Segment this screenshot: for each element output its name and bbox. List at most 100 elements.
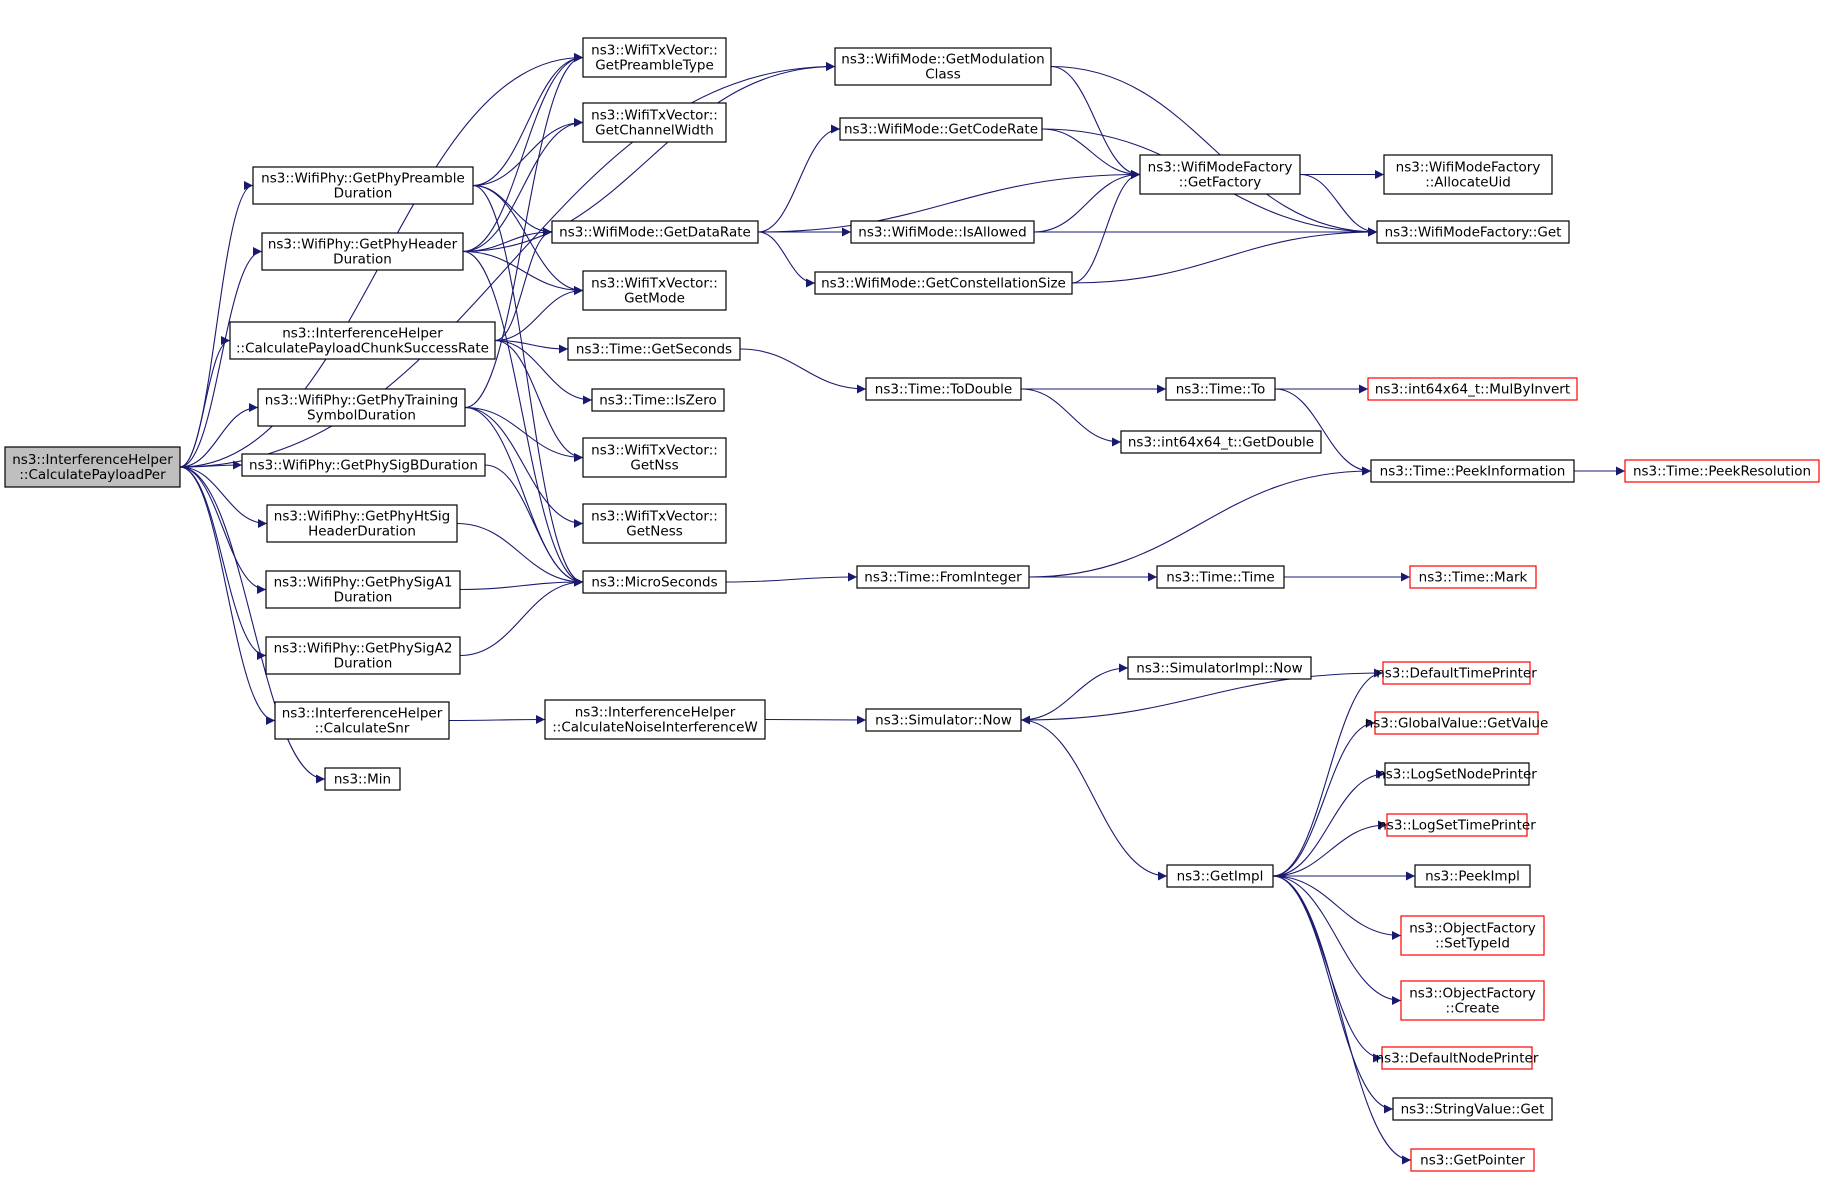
node-logSetNodePrinter[interactable]: ns3::LogSetNodePrinter: [1377, 762, 1537, 786]
node-label: ns3::Time::PeekInformation: [1380, 464, 1566, 480]
node-label: GetChannelWidth: [595, 123, 714, 139]
edge-getPhyHeaderDuration-to-getModulationClass: [462, 62, 836, 253]
node-label: GetNss: [630, 458, 678, 474]
node-getNess[interactable]: ns3::WifiTxVector::GetNess: [582, 503, 727, 544]
node-simImplNow[interactable]: ns3::SimulatorImpl::Now: [1127, 656, 1312, 680]
node-label: ns3::WifiMode::IsAllowed: [858, 225, 1026, 241]
node-box: [1624, 459, 1820, 483]
node-objectFactoryCreate[interactable]: ns3::ObjectFactory::Create: [1400, 980, 1545, 1021]
node-isZero[interactable]: ns3::Time::IsZero: [591, 388, 725, 412]
node-calcNoise[interactable]: ns3::InterferenceHelper::CalculateNoiseI…: [544, 699, 766, 740]
node-getMode[interactable]: ns3::WifiTxVector::GetMode: [582, 270, 727, 311]
node-box: [582, 503, 727, 544]
node-timeTime[interactable]: ns3::Time::Time: [1156, 565, 1285, 589]
node-label: ns3::ObjectFactory: [1409, 986, 1536, 1002]
node-peekImpl[interactable]: ns3::PeekImpl: [1414, 864, 1531, 888]
node-label: ns3::int64x64_t::GetDouble: [1128, 435, 1314, 451]
node-getPreambleType[interactable]: ns3::WifiTxVector::GetPreambleType: [582, 37, 727, 78]
edge-getImpl-to-globalValueGetValue: [1272, 718, 1376, 877]
node-logSetTimePrinter[interactable]: ns3::LogSetTimePrinter: [1378, 813, 1536, 837]
node-box: [1414, 864, 1531, 888]
node-timeMark[interactable]: ns3::Time::Mark: [1409, 565, 1537, 589]
node-getDouble[interactable]: ns3::int64x64_t::GetDouble: [1120, 430, 1322, 454]
node-label: ns3::Time::FromInteger: [864, 570, 1022, 586]
node-getChannelWidth[interactable]: ns3::WifiTxVector::GetChannelWidth: [582, 102, 727, 143]
node-box: [865, 377, 1022, 401]
node-box: [266, 504, 458, 543]
edge-getPhySigA2-to-microSeconds: [459, 577, 584, 657]
node-label: ns3::int64x64_t::MulByInvert: [1375, 382, 1570, 398]
edge-getPhyPreambleDuration-to-getMode: [472, 184, 584, 295]
node-getCodeRate[interactable]: ns3::WifiMode::GetCodeRate: [839, 117, 1043, 141]
node-getDataRate[interactable]: ns3::WifiMode::GetDataRate: [551, 220, 759, 244]
node-globalValueGetValue[interactable]: ns3::GlobalValue::GetValue: [1365, 711, 1549, 735]
node-getSeconds[interactable]: ns3::Time::GetSeconds: [567, 337, 741, 361]
node-toDouble[interactable]: ns3::Time::ToDouble: [865, 377, 1022, 401]
edge-getPhyTraining-to-getPreambleType: [464, 53, 584, 409]
node-box: [257, 388, 466, 427]
node-label: ::CalculateNoiseInterferenceW: [552, 720, 758, 736]
node-defaultNodePrinter[interactable]: ns3::DefaultNodePrinter: [1376, 1046, 1539, 1070]
node-simulatorNow[interactable]: ns3::Simulator::Now: [865, 708, 1022, 732]
edge-calcPayloadChunk-to-getMode: [494, 286, 584, 342]
node-label: Duration: [334, 656, 393, 672]
node-fromInteger[interactable]: ns3::Time::FromInteger: [856, 565, 1030, 589]
node-allocateUid[interactable]: ns3::WifiModeFactory::AllocateUid: [1383, 154, 1553, 195]
node-box: [839, 117, 1043, 141]
node-getConstellationSize[interactable]: ns3::WifiMode::GetConstellationSize: [814, 271, 1073, 295]
node-defaultTimePrinter[interactable]: ns3::DefaultTimePrinter: [1376, 661, 1537, 685]
edge-getImpl-to-logSetNodePrinter: [1272, 769, 1386, 877]
edge-getPhyPreambleDuration-to-getPreambleType: [472, 53, 584, 187]
node-peekResolution[interactable]: ns3::Time::PeekResolution: [1624, 459, 1820, 483]
node-label: ns3::Time::GetSeconds: [576, 342, 732, 358]
node-box: [582, 270, 727, 311]
node-label: ns3::InterferenceHelper: [282, 326, 443, 342]
node-microSeconds[interactable]: ns3::MicroSeconds: [582, 570, 727, 594]
node-label: ns3::ObjectFactory: [1409, 921, 1536, 937]
node-box: [1410, 1148, 1535, 1172]
node-label: ns3::Time::IsZero: [599, 393, 717, 409]
node-label: ns3::Time::PeekResolution: [1633, 464, 1811, 480]
node-label: ns3::WifiPhy::GetPhySigBDuration: [249, 458, 478, 474]
node-label: ns3::SimulatorImpl::Now: [1136, 661, 1302, 677]
node-getNss[interactable]: ns3::WifiTxVector::GetNss: [582, 437, 727, 478]
node-objectFactorySetTypeId[interactable]: ns3::ObjectFactory::SetTypeId: [1400, 915, 1545, 956]
node-box: [1376, 220, 1570, 244]
node-box: [591, 388, 725, 412]
node-getPointer[interactable]: ns3::GetPointer: [1410, 1148, 1535, 1172]
node-factoryGet[interactable]: ns3::WifiModeFactory::Get: [1376, 220, 1570, 244]
node-box: [265, 636, 461, 675]
node-label: ns3::PeekImpl: [1425, 869, 1520, 885]
node-calcSnr[interactable]: ns3::InterferenceHelper::CalculateSnr: [274, 701, 450, 740]
edge-calcNoise-to-simulatorNow: [764, 715, 867, 725]
node-box: [1384, 762, 1530, 786]
node-isAllowed[interactable]: ns3::WifiMode::IsAllowed: [850, 220, 1035, 244]
node-getPhyTraining[interactable]: ns3::WifiPhy::GetPhyTrainingSymbolDurati…: [257, 388, 466, 427]
node-label: ns3::WifiPhy::GetPhyPreamble: [261, 171, 465, 187]
node-label: ns3::StringValue::Get: [1401, 1102, 1545, 1118]
node-stringValueGet[interactable]: ns3::StringValue::Get: [1392, 1097, 1553, 1121]
node-timeTo[interactable]: ns3::Time::To: [1165, 377, 1276, 401]
node-mulByInvert[interactable]: ns3::int64x64_t::MulByInvert: [1367, 377, 1578, 401]
node-getPhySigB[interactable]: ns3::WifiPhy::GetPhySigBDuration: [241, 453, 486, 477]
node-label: ns3::GetPointer: [1420, 1153, 1525, 1169]
node-box: [856, 565, 1030, 589]
edge-simulatorNow-to-getImpl: [1020, 719, 1168, 881]
node-calcPayloadChunk[interactable]: ns3::InterferenceHelper::CalculatePayloa…: [229, 321, 496, 360]
node-getFactory[interactable]: ns3::WifiModeFactory::GetFactory: [1139, 154, 1301, 195]
edge-getFactory-to-factoryGet: [1299, 173, 1378, 237]
node-getImpl[interactable]: ns3::GetImpl: [1166, 864, 1274, 888]
node-min[interactable]: ns3::Min: [324, 767, 401, 791]
node-peekInformation[interactable]: ns3::Time::PeekInformation: [1370, 459, 1575, 483]
node-root[interactable]: ns3::InterferenceHelper::CalculatePayloa…: [4, 446, 181, 488]
node-box: [1120, 430, 1322, 454]
node-label: GetNess: [626, 524, 683, 540]
node-label: Duration: [334, 590, 393, 606]
